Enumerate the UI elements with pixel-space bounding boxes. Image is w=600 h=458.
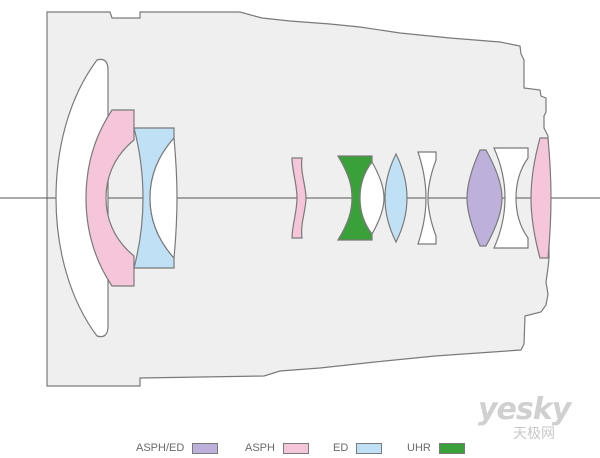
watermark-logo: yesky: [478, 392, 571, 427]
legend-item-uhr: UHR: [407, 442, 465, 454]
legend-label-asph: ASPH: [245, 442, 275, 454]
watermark: yesky 天极网: [478, 395, 590, 443]
lens-element-11-plain: [493, 147, 529, 249]
legend: ASPH/ED ASPH ED UHR: [0, 442, 600, 458]
lens-element-1-plain: [55, 58, 109, 338]
legend-label-ed: ED: [333, 442, 349, 454]
legend-label-asph-ed: ASPH/ED: [136, 442, 185, 454]
watermark-subtext: 天极网: [513, 426, 555, 442]
lens-element-4-plain: [149, 136, 178, 260]
lens-element-7-plain: [359, 160, 385, 236]
legend-swatch-asph: [282, 442, 309, 454]
lens-element-8-ed: [384, 152, 408, 244]
legend-swatch-asph-ed: [192, 442, 219, 454]
legend-item-asph: ASPH: [245, 442, 309, 454]
legend-label-uhr: UHR: [407, 442, 431, 454]
legend-item-ed: ED: [333, 442, 383, 454]
lens-element-10-asph-ed: [466, 149, 503, 247]
lens-element-12-asph: [530, 137, 552, 259]
lens-element-2-asph: [85, 109, 135, 287]
legend-item-asph-ed: ASPH/ED: [136, 442, 219, 454]
legend-swatch-uhr: [438, 442, 465, 454]
legend-swatch-ed: [356, 442, 383, 454]
lens-element-5-asph: [291, 157, 307, 239]
lens-element-9-plain: [417, 151, 437, 245]
